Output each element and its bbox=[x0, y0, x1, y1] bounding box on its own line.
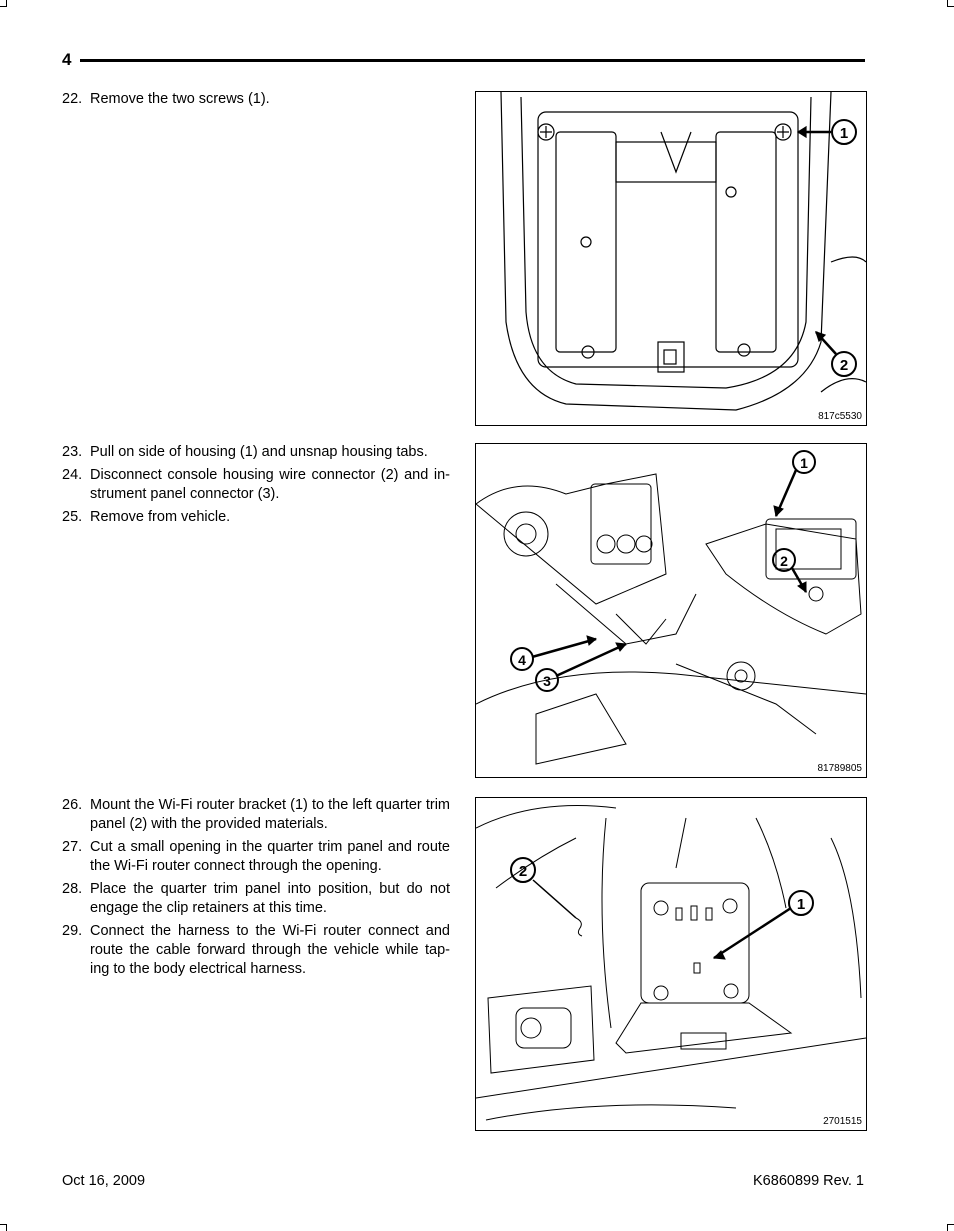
footer-doc-id: K6860899 Rev. 1 bbox=[753, 1173, 864, 1189]
callout-label: 2 bbox=[780, 553, 788, 569]
step-number: 23. bbox=[62, 444, 83, 460]
step-text: Connect the harness to the Wi-Fi router … bbox=[90, 923, 450, 977]
step-text: Place the quarter trim panel into positi… bbox=[90, 881, 450, 916]
callout-label: 1 bbox=[840, 125, 848, 142]
callout-label: 1 bbox=[797, 896, 805, 913]
step-text: Remove from vehicle. bbox=[90, 509, 231, 525]
figure-wifi-bracket: 2 1 2701515 bbox=[475, 797, 867, 1131]
footer-date: Oct 16, 2009 bbox=[62, 1173, 146, 1189]
callout-label: 4 bbox=[518, 652, 526, 668]
step-number: 25. bbox=[62, 509, 83, 525]
crop-mark-bottom-left bbox=[0, 1224, 7, 1231]
step-number: 28. bbox=[62, 881, 83, 897]
step-text: Remove the two screws (1). bbox=[90, 91, 270, 107]
crop-mark-top-left bbox=[0, 0, 7, 7]
step-item: 28. Place the quarter trim panel into po… bbox=[62, 880, 450, 918]
step-item: 25. Remove from vehicle. bbox=[62, 508, 450, 527]
step-number: 29. bbox=[62, 923, 83, 939]
crop-mark-bottom-right bbox=[947, 1224, 954, 1231]
step-number: 24. bbox=[62, 467, 83, 483]
step-item: 27. Cut a small opening in the quarter t… bbox=[62, 838, 450, 876]
step-number: 26. bbox=[62, 797, 83, 813]
header-rule bbox=[80, 59, 865, 62]
step-item: 24. Disconnect console housing wire conn… bbox=[62, 466, 450, 504]
steps-list-2: 23. Pull on side of housing (1) and unsn… bbox=[62, 443, 450, 531]
step-text: Disconnect console housing wire connecto… bbox=[90, 467, 450, 502]
step-number: 27. bbox=[62, 839, 83, 855]
figure-id: 2701515 bbox=[823, 1116, 862, 1127]
step-item: 29. Connect the harness to the Wi-Fi rou… bbox=[62, 922, 450, 979]
callout-label: 1 bbox=[800, 455, 808, 471]
callout-label: 3 bbox=[543, 673, 551, 689]
step-item: 22. Remove the two screws (1). bbox=[62, 90, 450, 109]
steps-list-3: 26. Mount the Wi-Fi router bracket (1) t… bbox=[62, 796, 450, 983]
figure-console-screws: 1 2 817c5530 bbox=[475, 91, 867, 426]
callout-label: 2 bbox=[840, 357, 848, 374]
step-item: 26. Mount the Wi-Fi router bracket (1) t… bbox=[62, 796, 450, 834]
figure-id: 81789805 bbox=[817, 763, 863, 774]
crop-mark-top-right bbox=[947, 0, 954, 7]
callout-label: 2 bbox=[519, 863, 527, 880]
step-text: Cut a small opening in the quarter trim … bbox=[90, 839, 450, 874]
step-item: 23. Pull on side of housing (1) and unsn… bbox=[62, 443, 450, 462]
figure-console-housing: 1 2 3 4 81789805 bbox=[475, 443, 867, 778]
figure-id: 817c5530 bbox=[818, 411, 862, 422]
step-text: Mount the Wi-Fi router bracket (1) to th… bbox=[90, 797, 450, 832]
page-number: 4 bbox=[62, 50, 72, 69]
steps-list-1: 22. Remove the two screws (1). bbox=[62, 90, 450, 113]
step-number: 22. bbox=[62, 91, 83, 107]
step-text: Pull on side of housing (1) and unsnap h… bbox=[90, 444, 428, 460]
